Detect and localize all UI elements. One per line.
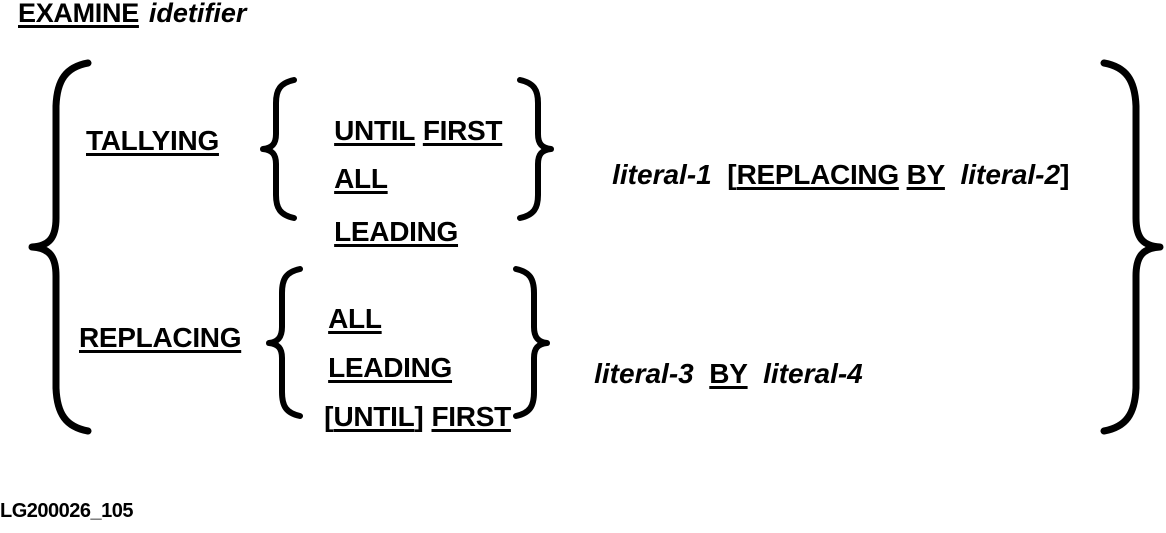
operand-identifier: idetifier [148, 0, 247, 28]
space [899, 159, 907, 190]
space [424, 401, 432, 432]
option-all-2: ALL [297, 271, 382, 367]
bracket-open: [ [324, 401, 334, 432]
keyword-by: BY [709, 358, 748, 389]
space [712, 159, 728, 190]
keyword-all: ALL [334, 163, 388, 194]
keyword-replacing: REPLACING [736, 159, 900, 190]
syntax-header-line: EXAMINE idetifier [18, 0, 246, 29]
bracket-close: ] [1060, 159, 1070, 190]
tallying-inner-brace-close [512, 76, 556, 222]
keyword-first: FIRST [431, 401, 512, 432]
replacing-inner-brace-open [264, 265, 308, 420]
figure-caption: LG200026_105 [0, 500, 134, 522]
operand-literal-3: literal-3 [594, 358, 694, 389]
option-until-first-2: [UNTIL] FIRST [293, 369, 511, 465]
space [945, 159, 961, 190]
operand-literal-1: literal-1 [612, 159, 712, 190]
option-leading-2: LEADING [297, 320, 452, 416]
group-label-tallying: TALLYING [86, 125, 219, 156]
replacing-tail-expression: literal-3 BY literal-4 [563, 326, 863, 422]
outer-brace-open [26, 58, 96, 436]
keyword-by: BY [906, 159, 946, 190]
keyword-all: ALL [328, 303, 382, 334]
operand-literal-4: literal-4 [763, 358, 863, 389]
space [415, 115, 423, 146]
keyword-leading: LEADING [328, 352, 453, 383]
tallying-tail-expression: literal-1 [REPLACING BY literal-2] [581, 127, 1069, 223]
tallying-inner-brace-open [258, 76, 302, 222]
replacing-inner-brace-close [508, 265, 552, 420]
keyword-examine: EXAMINE [18, 0, 139, 28]
option-all: ALL [303, 131, 388, 227]
outer-brace-close [1096, 58, 1166, 436]
option-leading: LEADING [303, 184, 458, 280]
keyword-until: UNTIL [333, 401, 415, 432]
keyword-leading: LEADING [334, 216, 459, 247]
bracket-close: ] [414, 401, 424, 432]
operand-literal-2: literal-2 [960, 159, 1061, 190]
option-until-first: UNTIL FIRST [303, 83, 502, 179]
space [694, 358, 710, 389]
bracket-open: [ [727, 159, 737, 190]
keyword-first: FIRST [422, 115, 503, 146]
space [748, 358, 764, 389]
group-label-replacing: REPLACING [79, 322, 242, 353]
keyword-until: UNTIL [334, 115, 416, 146]
